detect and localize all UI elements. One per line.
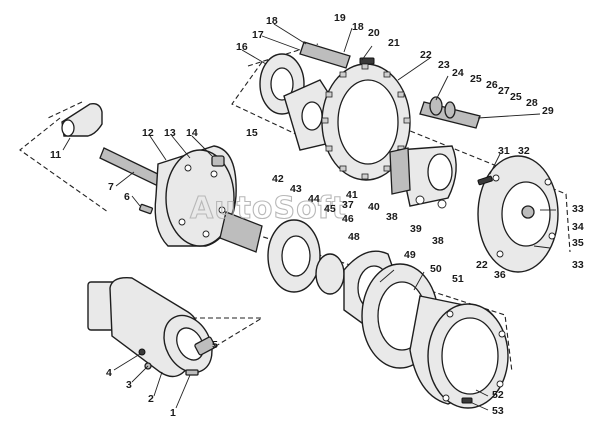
callout-40: 40	[368, 201, 380, 213]
drum-assembly	[361, 263, 509, 409]
callout-17: 17	[252, 29, 264, 41]
bolt-part-31	[477, 175, 493, 186]
motor-output-shaft	[194, 336, 216, 356]
callout-2: 2	[148, 393, 154, 405]
plug-part-6	[138, 203, 154, 215]
callout-53: 53	[492, 405, 504, 417]
callout-28: 28	[526, 97, 538, 109]
callout-22-b: 22	[476, 259, 488, 271]
fitting-part-14	[211, 155, 225, 167]
callout-49: 49	[404, 249, 416, 261]
callout-5: 5	[212, 339, 218, 351]
callout-33-b: 33	[572, 259, 584, 271]
callout-1: 1	[170, 407, 176, 419]
callout-21: 21	[388, 37, 400, 49]
callout-32: 32	[518, 145, 530, 157]
callout-29: 29	[542, 105, 554, 117]
coupling-sleeve-group	[61, 102, 163, 215]
callout-34: 34	[572, 221, 584, 233]
callout-24: 24	[452, 67, 464, 79]
callout-18-b: 18	[352, 21, 364, 33]
callout-44: 44	[308, 193, 320, 205]
callout-48: 48	[348, 231, 360, 243]
motor-assembly	[87, 277, 216, 378]
callout-11: 11	[50, 149, 61, 161]
callout-50: 50	[430, 263, 442, 275]
leader-lines	[62, 23, 556, 411]
bolt-part-4	[138, 348, 146, 356]
callout-6: 6	[124, 191, 130, 203]
callout-35: 35	[572, 237, 584, 249]
callout-25-a: 25	[470, 73, 482, 85]
sun-shaft-part-17	[299, 41, 351, 69]
watermark: AutoSoft	[190, 191, 347, 226]
callout-18-a: 18	[266, 15, 278, 27]
ring-gear-teeth	[321, 63, 411, 180]
shaft-part-42	[219, 211, 263, 253]
callout-45: 45	[324, 203, 336, 215]
callout-51: 51	[452, 273, 464, 285]
callout-52: 52	[492, 389, 504, 401]
callout-7: 7	[108, 181, 114, 193]
callout-labels: 1 2 3 4 5 6 7 11 12 13 14 15 16 17 18 18…	[50, 12, 584, 419]
stud-part-1	[185, 369, 199, 376]
callout-38-a: 38	[386, 211, 398, 223]
middle-carrier	[389, 145, 457, 209]
callout-19: 19	[334, 12, 346, 24]
callout-36: 36	[494, 269, 506, 281]
callout-25-b: 25	[510, 91, 522, 103]
callout-22-a: 22	[420, 49, 432, 61]
callout-20: 20	[368, 27, 380, 39]
callout-12: 12	[142, 127, 154, 139]
coupling-sleeve-bore	[61, 119, 75, 137]
callout-39: 39	[410, 223, 422, 235]
callout-43: 43	[290, 183, 302, 195]
bolt-part-53	[461, 397, 473, 404]
callout-41: 41	[346, 189, 358, 201]
flange-housing	[154, 145, 237, 247]
seal-part-48	[315, 253, 345, 295]
callout-4: 4	[106, 367, 112, 379]
end-cover	[477, 155, 559, 273]
callout-38-b: 38	[432, 235, 444, 247]
callout-3: 3	[126, 379, 132, 391]
callout-23: 23	[438, 59, 450, 71]
callout-46: 46	[342, 213, 354, 225]
callout-42: 42	[272, 173, 284, 185]
top-planetary-stage	[259, 41, 481, 181]
spline-part-41	[389, 147, 411, 195]
callout-16: 16	[236, 41, 248, 53]
callout-15: 15	[246, 127, 258, 139]
callout-33-a: 33	[572, 203, 584, 215]
motor-flange-bore	[176, 327, 204, 361]
callout-27: 27	[498, 85, 510, 97]
callout-37: 37	[342, 199, 354, 211]
callout-13: 13	[164, 127, 176, 139]
bearing-part-26	[444, 101, 456, 119]
callout-14: 14	[186, 127, 198, 139]
callout-31: 31	[498, 145, 510, 157]
callout-26: 26	[486, 79, 498, 91]
pin-part-21	[359, 57, 375, 65]
bearing-part-24	[429, 96, 443, 116]
